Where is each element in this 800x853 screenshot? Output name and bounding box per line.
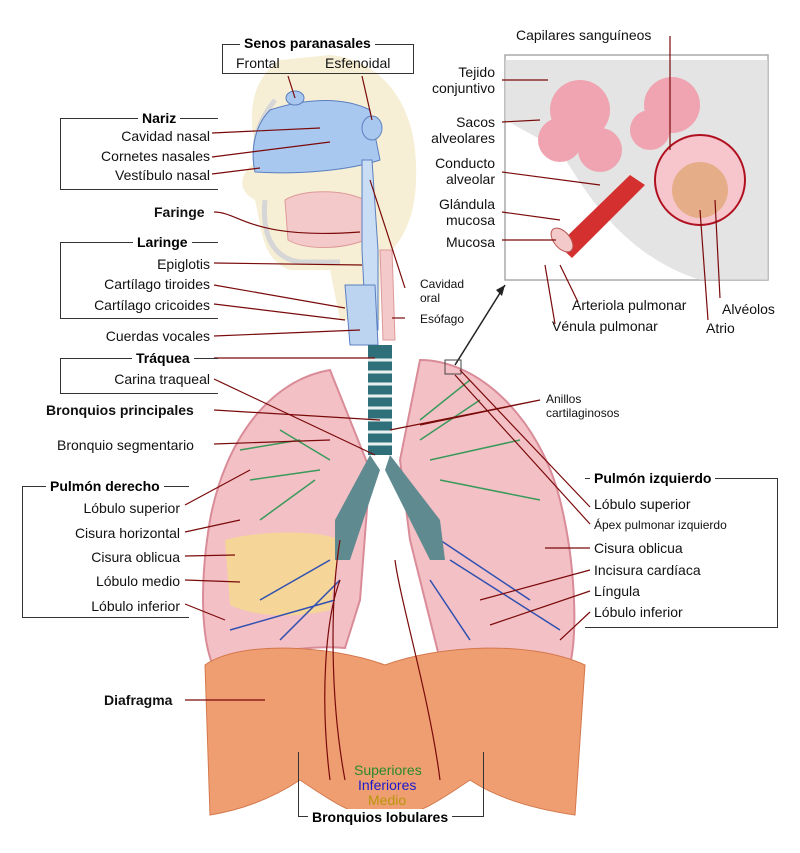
bronchiole-shape bbox=[558, 175, 645, 258]
label-nasal-cavity: Cavidad nasal bbox=[121, 128, 210, 144]
label-left-apex: Ápex pulmonar izquierdo bbox=[594, 518, 727, 532]
label-sacs-line2: alveolares bbox=[431, 130, 495, 146]
nose-title: Nariz bbox=[138, 110, 181, 126]
label-lingula: Língula bbox=[594, 583, 640, 599]
left-lung-title: Pulmón izquierdo bbox=[590, 470, 716, 486]
label-right-oblique-fissure: Cisura oblicua bbox=[91, 549, 180, 565]
alveolar-sacs-shape bbox=[538, 77, 746, 226]
label-venule: Vénula pulmonar bbox=[552, 318, 658, 334]
label-nasal-turbinates: Cornetes nasales bbox=[101, 148, 210, 164]
label-pharynx: Faringe bbox=[154, 204, 205, 220]
leader-lines bbox=[184, 36, 721, 701]
right-lung-title: Pulmón derecho bbox=[46, 478, 164, 494]
label-right-lower-lobe: Lóbulo inferior bbox=[91, 598, 180, 614]
label-oral-cavity-line2: oral bbox=[420, 291, 441, 305]
middle-lobe-highlight bbox=[225, 532, 340, 616]
label-esophagus: Esófago bbox=[420, 312, 465, 326]
label-sphenoid: Esfenoidal bbox=[325, 55, 391, 71]
label-duct-line1: Conducto bbox=[435, 155, 495, 171]
label-rings-line1: Anillos bbox=[546, 392, 582, 406]
label-diaphragm: Diafragma bbox=[104, 692, 173, 708]
label-sacs-line1: Sacos bbox=[456, 114, 495, 130]
label-left-lower-lobe: Lóbulo inferior bbox=[594, 604, 683, 620]
oral-cavity-shape bbox=[284, 191, 366, 248]
label-gland-line1: Glándula bbox=[438, 196, 495, 212]
inset-pointer bbox=[454, 284, 506, 366]
label-tissue-line2: conjuntivo bbox=[431, 80, 495, 96]
label-cricoid-cartilage: Cartílago cricoides bbox=[94, 297, 210, 313]
inset-pointer-arrowhead bbox=[496, 285, 505, 296]
larynx-title: Laringe bbox=[133, 234, 192, 250]
label-capillaries: Capilares sanguíneos bbox=[516, 27, 652, 43]
nasal-cavity-shape bbox=[252, 100, 381, 174]
label-thyroid-cartilage: Cartílago tiroides bbox=[104, 276, 210, 292]
label-alveoli: Alvéolos bbox=[722, 301, 775, 317]
label-lobar-upper: Superiores bbox=[354, 762, 422, 778]
esophagus-shape bbox=[379, 249, 396, 341]
label-segmental-bronchus: Bronquio segmentario bbox=[57, 437, 194, 453]
label-left-upper-lobe: Lóbulo superior bbox=[594, 496, 691, 512]
label-main-bronchi: Bronquios principales bbox=[46, 402, 194, 418]
label-cardiac-notch: Incisura cardíaca bbox=[594, 562, 701, 578]
label-middle-lobe: Lóbulo medio bbox=[95, 573, 180, 589]
lobar-bronchi-lines bbox=[324, 539, 441, 781]
label-arteriole: Arteriola pulmonar bbox=[572, 297, 687, 313]
label-mucosa: Mucosa bbox=[445, 234, 495, 250]
label-carina: Carina traqueal bbox=[114, 371, 210, 387]
label-horizontal-fissure: Cisura horizontal bbox=[74, 525, 180, 541]
label-tissue-line1: Tejido bbox=[458, 64, 495, 80]
label-nasal-vestibule: Vestíbulo nasal bbox=[115, 167, 210, 183]
label-vocal-cords: Cuerdas vocales bbox=[105, 328, 210, 344]
label-lobar-lower: Inferiores bbox=[358, 777, 417, 793]
lobar-bronchi-title: Bronquios lobulares bbox=[308, 809, 453, 825]
label-rings-line2: cartilaginosos bbox=[546, 406, 620, 420]
diaphragm-shape bbox=[204, 647, 586, 821]
label-duct-line2: alveolar bbox=[445, 171, 495, 187]
label-gland-line2: mucosa bbox=[445, 212, 495, 228]
trachea-title: Tráquea bbox=[132, 350, 194, 366]
sphenoid-sinus-shape bbox=[361, 115, 383, 141]
label-epiglottis: Epiglotis bbox=[157, 256, 210, 272]
label-lobar-middle: Medio bbox=[368, 792, 407, 808]
label-left-oblique-fissure: Cisura oblicua bbox=[594, 540, 683, 556]
larynx-shape bbox=[344, 284, 379, 346]
inset-source-marker bbox=[444, 359, 462, 375]
label-atrium: Atrio bbox=[706, 320, 735, 336]
label-frontal: Frontal bbox=[236, 55, 280, 71]
duct-opening bbox=[550, 227, 574, 253]
sinus-title: Senos paranasales bbox=[240, 35, 375, 51]
label-right-upper-lobe: Lóbulo superior bbox=[83, 500, 180, 516]
label-oral-cavity-line1: Cavidad bbox=[420, 277, 465, 291]
